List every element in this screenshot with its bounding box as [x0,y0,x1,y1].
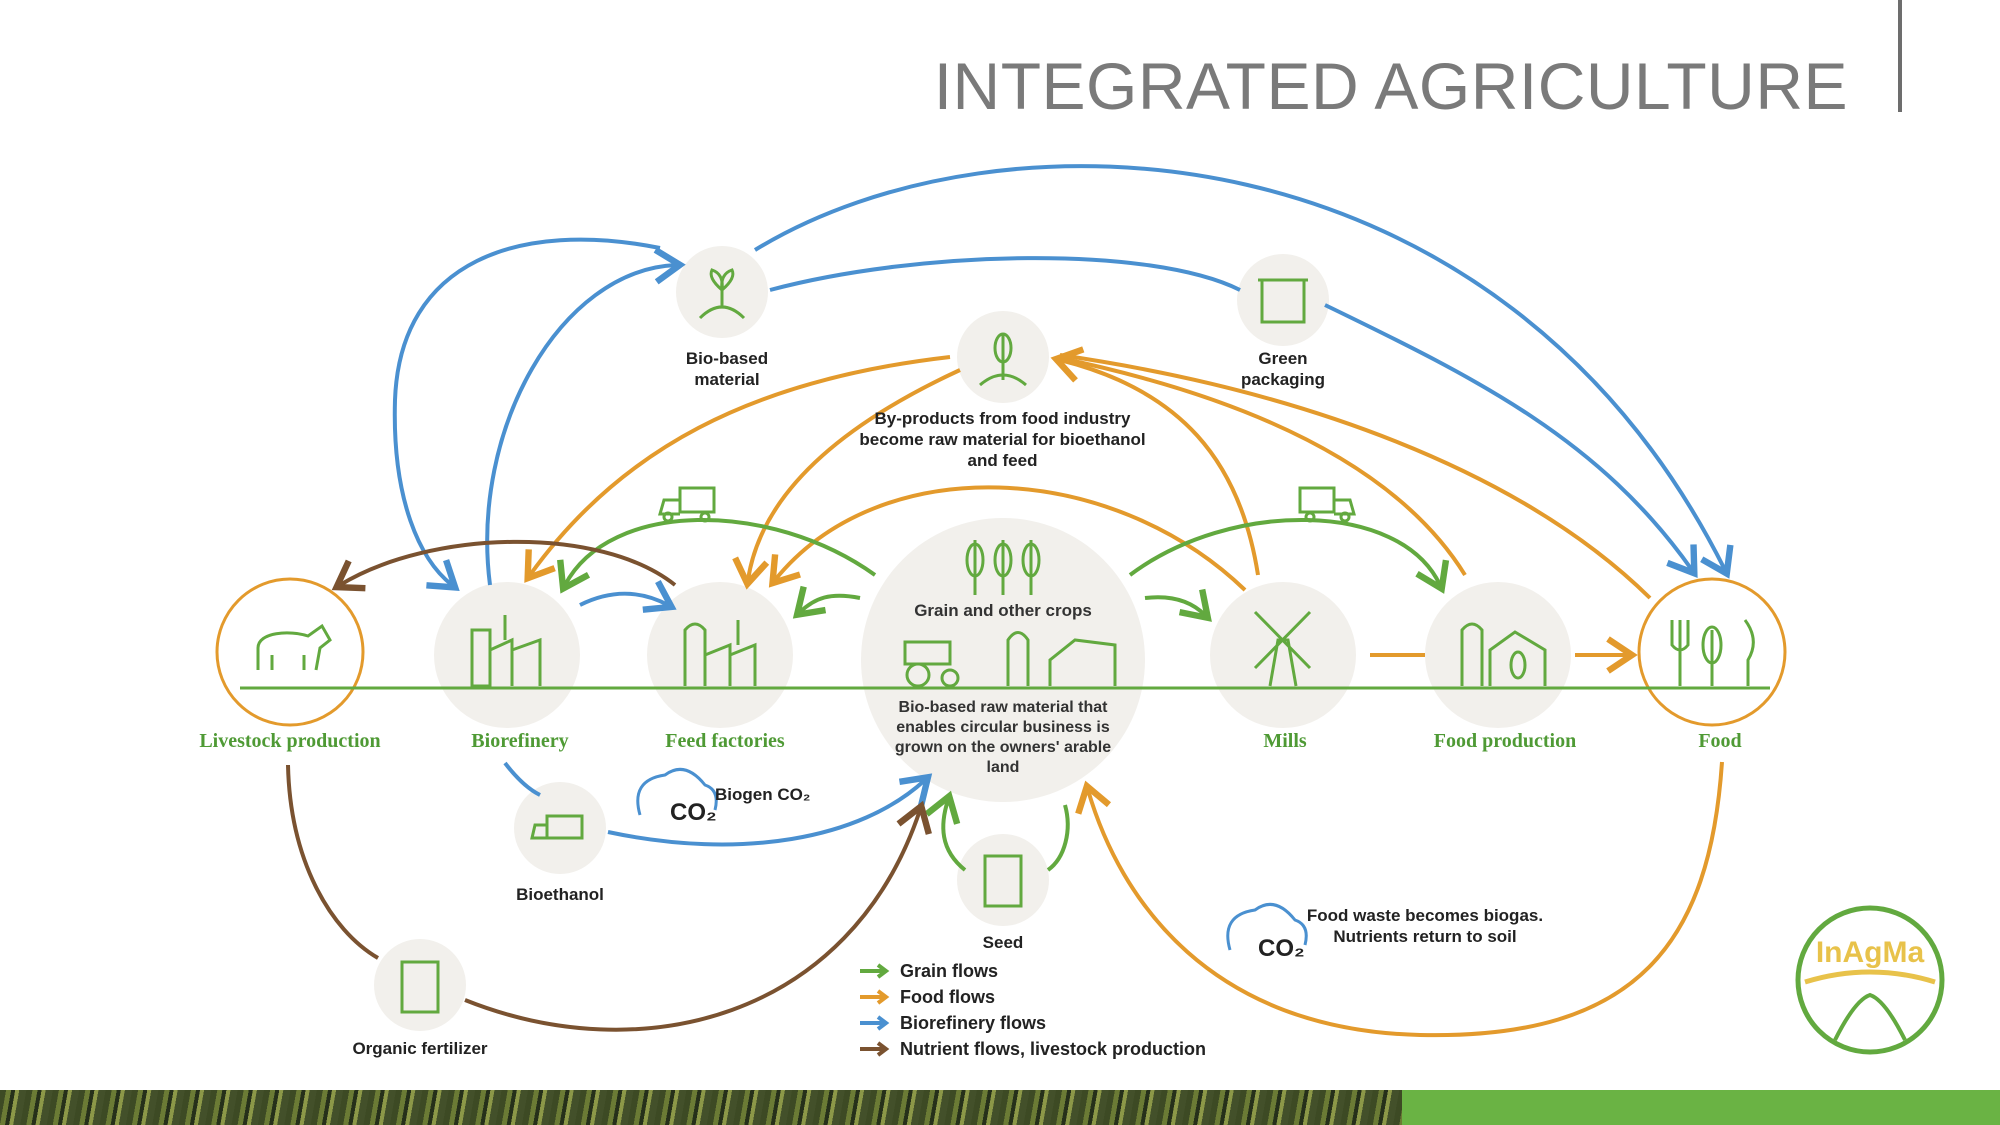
arrow-icon [860,963,890,979]
svg-text:InAgMa: InAgMa [1816,936,1925,969]
orange-flow-mills-to-byproducts [1050,346,1260,576]
arrow-icon [860,1015,890,1031]
food-production-icon [1460,622,1547,686]
label-green-packaging: Green packaging [1240,349,1326,389]
cutlery-icon [1670,619,1755,686]
center-crops-node [861,518,1145,802]
green-flow-center-to-refinery [557,518,877,594]
nutrient-flow-livestock-to-fertilizer [286,764,380,960]
green-footer-bar [1402,1090,2000,1125]
page-title: INTEGRATED AGRICULTURE [933,49,1848,123]
fertilizer-bag-icon [400,960,440,1014]
barn-icon [1006,631,1117,686]
biorefinery-node [434,582,580,728]
label-co2-food-waste: CO₂ [1258,935,1305,962]
label-center-bottom: Bio-based raw material that enables circ… [894,699,1112,776]
truck-icon-right [1298,486,1356,523]
blue-flow-refinery-to-feed [579,579,677,613]
label-mills: Mills [1263,730,1307,752]
livestock-node [215,577,365,727]
legend-item: Biorefinery flows [858,1010,1206,1036]
label-organic-fertilizer: Organic fertilizer [352,1039,488,1058]
label-livestock: Livestock production [199,730,381,752]
orange-flow-byproducts-to-refinery [524,355,951,583]
legend-item: Food flows [858,984,1206,1010]
blue-flow-refinery-to-bio [485,247,686,586]
label-food-waste: Food waste becomes biogas. Nutrients ret… [1306,906,1544,946]
crops-icon [965,540,1041,595]
mills-node [1210,582,1356,728]
blue-flow-bioethanol-to-center [607,773,933,847]
label-byproducts: By-products from food industry become ra… [859,409,1146,470]
title-divider [1898,0,1902,112]
inagma-logo: InAgMa [1785,900,1955,1060]
green-flow-center-to-foodprod [1128,518,1450,594]
green-flow-center-to-seed [1046,804,1070,872]
truck-icon-left [658,486,716,523]
orange-flow-byproducts-to-feed [732,368,961,590]
blue-flow-bio-to-packaging [769,256,1241,292]
label-feed-factories: Feed factories [665,730,785,752]
label-bio-based-material: Bio-based material [685,349,769,389]
blue-flow-bio-to-refinery [392,237,661,592]
legend-item: Grain flows [858,958,1206,984]
green-packaging-node [1237,254,1329,346]
factory-icon-biorefinery [470,615,542,688]
label-center-top: Grain and other crops [914,601,1092,620]
cloud-icon-biogen [636,767,718,816]
label-food-production: Food production [1433,730,1577,752]
green-flow-seed-to-center [924,790,967,872]
field-photo-strip [0,1090,1402,1125]
blue-flow-bio-to-food [753,164,1734,579]
orange-flow-food-to-byproducts [1059,353,1652,600]
bioethanol-node [514,782,606,874]
sheep-icon [256,623,332,671]
legend: Grain flows Food flows Biorefinery flows… [858,958,1206,1062]
green-flow-center-to-feed [792,585,861,619]
feed-factories-node [647,582,793,728]
arrow-icon [860,1041,890,1057]
label-food: Food [1698,730,1742,752]
orange-flow-food-to-soil [1075,761,1724,1038]
seed-node [957,834,1049,926]
package-icon [1258,278,1308,324]
factory-icon-feed [683,620,757,686]
tractor-icon [903,640,960,688]
label-seed: Seed [982,933,1024,952]
wheat-icon-byproducts [979,332,1027,387]
blue-flow-refinery-to-bioethanol [503,761,541,797]
sprout-icon-bio [698,268,746,320]
legend-item: Nutrient flows, livestock production [858,1036,1206,1062]
windmill-icon [1253,610,1312,687]
cloud-icon-food-waste [1226,902,1308,951]
blue-flow-packaging-to-food [1324,303,1698,578]
label-biogen-co2: Biogen CO₂ [715,785,811,804]
label-bioethanol: Bioethanol [516,885,604,904]
label-biorefinery: Biorefinery [471,730,569,752]
arrow-icon [860,989,890,1005]
nutrient-flow-refinery-to-livestock [331,539,677,592]
orange-flow-foodprod-to-byproducts [1059,356,1467,577]
nutrient-flow-fertilizer-to-center [464,800,932,1032]
organic-fertilizer-node [374,939,466,1031]
seed-bag-icon [983,854,1023,908]
label-co2-biogen: CO₂ [670,799,717,826]
green-flow-center-to-mills [1144,588,1212,622]
food-production-node [1425,582,1571,728]
truck-icon-bioethanol [530,814,584,840]
